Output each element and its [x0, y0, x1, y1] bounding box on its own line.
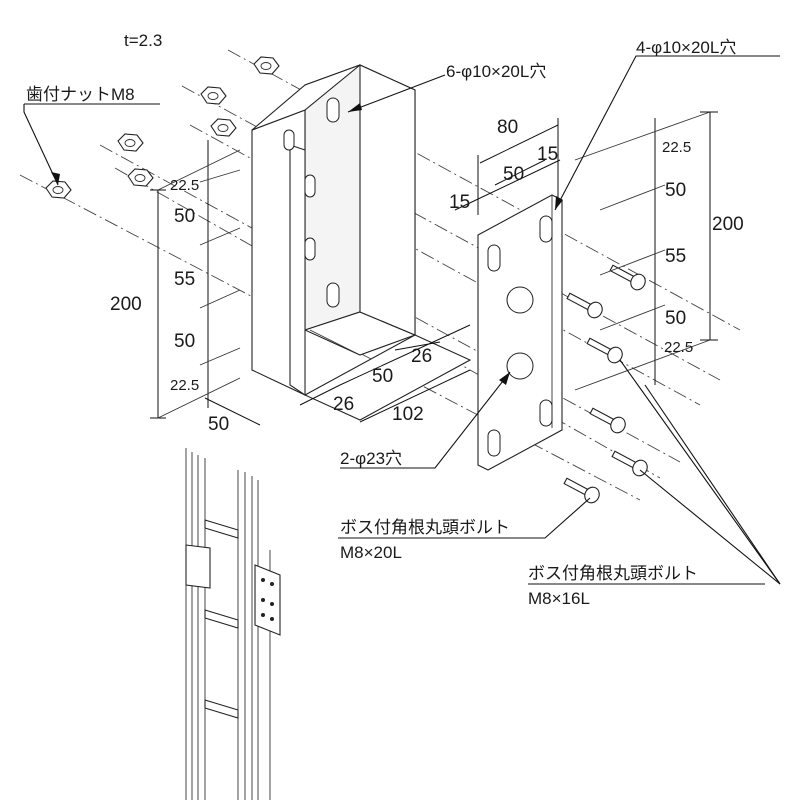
left-dimension-chain: 200 22.5 50 55 50 22.5: [110, 140, 241, 419]
dim-left-d1: 22.5: [170, 177, 199, 194]
bolt-16-size: M8×16L: [528, 589, 590, 608]
dim-bottom-depth: 102: [392, 404, 424, 425]
nut-1: [253, 56, 280, 75]
dim-right-d4: 50: [665, 308, 686, 329]
dim-top-mid: 50: [503, 164, 524, 185]
bolts: [563, 264, 648, 504]
top-dimensions: 80 50 15 15: [449, 117, 561, 215]
bolt-5: [611, 450, 648, 477]
nut-6: [45, 180, 72, 199]
dim-right-d3: 55: [665, 246, 686, 267]
bolt-4: [589, 407, 626, 434]
slot-upper-label: 6-φ10×20L穴: [446, 62, 546, 81]
bottom-dimensions: 50 26 50 26 102: [204, 324, 471, 435]
dim-right-d2: 50: [665, 180, 686, 201]
slot-right-label: 4-φ10×20L穴: [636, 38, 736, 57]
bolt-20-name: ボス付角根丸頭ボルト: [340, 518, 510, 537]
flange-nuts: [45, 56, 280, 199]
dim-right-d5: 22.5: [664, 339, 693, 356]
dim-right-total: 200: [712, 214, 744, 235]
dim-top-edge-l: 15: [449, 192, 470, 213]
dim-left-d3: 55: [174, 269, 195, 290]
callout-labels: t=2.3 歯付ナットM8 6-φ10×20L穴 4-φ10×20L穴 2-φ2…: [26, 31, 736, 608]
nut-2: [200, 86, 227, 105]
installed-view: [185, 448, 281, 800]
nut-3: [210, 118, 237, 137]
bolt-16-name: ボス付角根丸頭ボルト: [528, 564, 698, 583]
bolt-1: [609, 264, 646, 291]
nut-5: [127, 168, 154, 187]
dim-top-width: 80: [497, 117, 518, 138]
bolt-20-size: M8×20L: [340, 543, 402, 562]
dim-left-total: 200: [110, 294, 142, 315]
u-channel-bracket: [251, 64, 472, 421]
flat-plate: [477, 194, 563, 471]
round-hole-label: 2-φ23穴: [340, 449, 402, 468]
bolt-2: [566, 292, 603, 319]
dim-bottom-mid: 50: [372, 366, 393, 387]
dim-left-d5: 22.5: [170, 377, 199, 394]
dim-bottom-flange2: 26: [411, 346, 432, 367]
nut-label: 歯付ナットM8: [26, 85, 135, 104]
callout-leaders: [23, 55, 781, 585]
thickness-label: t=2.3: [124, 31, 162, 50]
dim-bottom-width: 50: [208, 414, 229, 435]
right-dimension-chain: 200 22.5 50 55 50 22.5: [574, 111, 744, 391]
dim-right-d1: 22.5: [662, 139, 691, 156]
dim-top-edge-r: 15: [537, 144, 558, 165]
nut-4: [117, 133, 144, 152]
dim-bottom-flange: 26: [333, 394, 354, 415]
bolt-6: [563, 477, 600, 504]
dim-left-d2: 50: [174, 206, 195, 227]
bolt-3: [586, 337, 623, 364]
dim-left-d4: 50: [174, 331, 195, 352]
